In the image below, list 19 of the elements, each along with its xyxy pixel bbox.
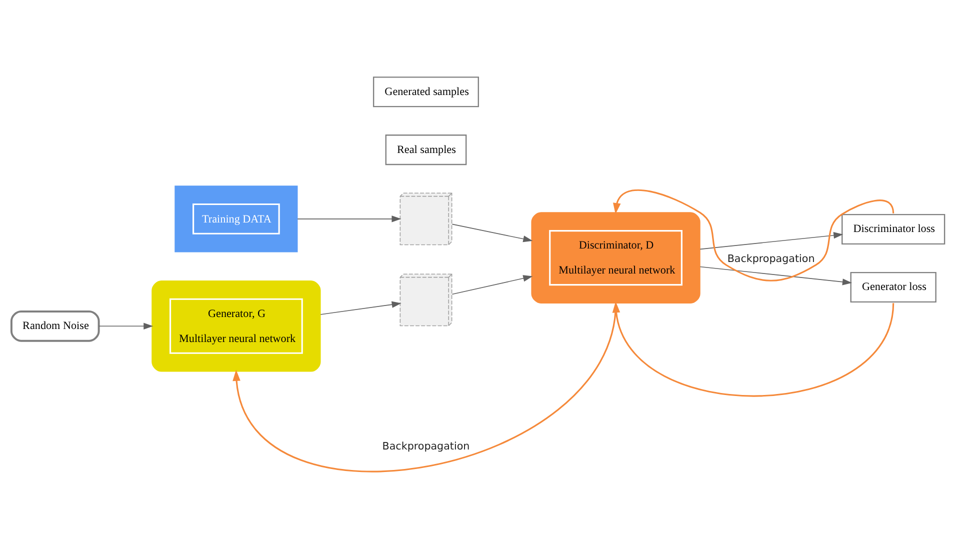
arrow [98,322,154,330]
node-box: Real samples [385,134,467,166]
arrow [452,275,533,295]
node-box: Random Noise [10,310,100,342]
arrow [452,224,533,242]
arrow [320,301,402,315]
arrow [612,302,894,397]
node-box: Discriminator, D Multilayer neural network [531,212,700,304]
arrow [297,216,402,222]
edge-label: Backpropagation [727,253,815,266]
node-box: Discriminator loss [842,214,946,245]
node-box: Generator, G Multilayer neural network [152,280,321,372]
arrow [700,266,852,286]
arrow [232,304,617,472]
node-box: Generated samples [372,76,479,108]
edge-label: Backpropagation [382,440,470,453]
node-box: Generator loss [850,272,936,303]
arrow [700,232,844,250]
node-box: Training DATA [174,186,298,252]
